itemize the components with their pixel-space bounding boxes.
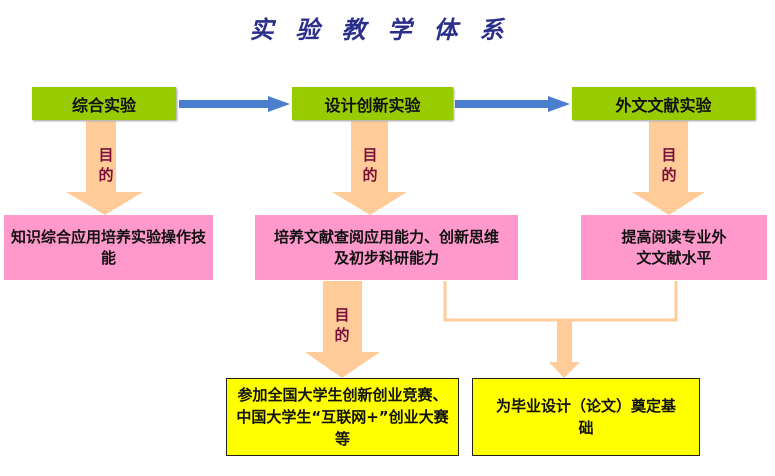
purpose-label-4: 目的	[334, 306, 350, 344]
purpose-label-3: 目的	[661, 146, 677, 184]
experiment-comprehensive: 综合实验	[32, 87, 176, 120]
flow-arrows	[179, 96, 570, 112]
purpose-arrow-2	[332, 121, 407, 215]
experiment-foreign-literature: 外文文献实验	[572, 87, 755, 120]
merge-lines	[443, 281, 678, 322]
blue-arrow-1	[179, 96, 290, 112]
outcome-arrow-1	[305, 281, 380, 378]
page-title: 实验教学体系	[249, 15, 526, 44]
purpose-box-2: 培养文献查阅应用能力、创新思维及初步科研能力	[255, 215, 518, 280]
purpose-label-2: 目的	[362, 146, 378, 184]
blue-arrow-2	[455, 96, 570, 112]
outcome-box-thesis: 为毕业设计（论文）奠定基础	[472, 378, 700, 456]
purpose-arrow-3	[632, 121, 705, 215]
experiment-design-innovation: 设计创新实验	[292, 87, 453, 120]
outcome-box-competitions: 参加全国大学生创新创业竞赛、中国大学生“互联网+”创业大赛等	[226, 378, 459, 456]
outcome-arrow-2	[549, 320, 580, 378]
purpose-box-1: 知识综合应用培养实验操作技能	[4, 215, 213, 280]
purpose-label-1: 目的	[98, 146, 114, 184]
purpose-box-3: 提高阅读专业外文文献水平	[581, 215, 767, 280]
purpose-arrow-1	[66, 121, 143, 215]
